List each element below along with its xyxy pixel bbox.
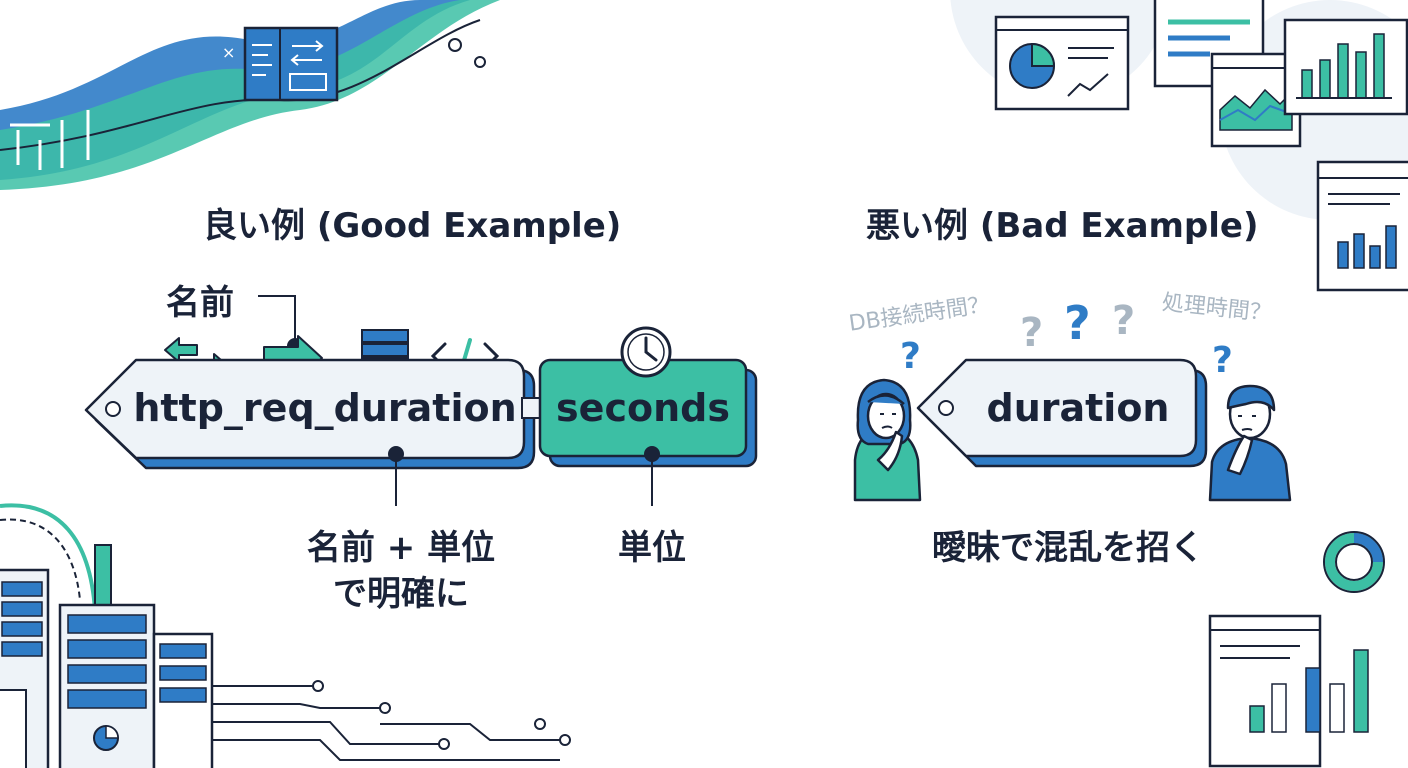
question-mark: ? bbox=[1064, 296, 1091, 350]
bar-chart-panel-icon bbox=[1316, 160, 1408, 292]
ambiguous-metric-tag bbox=[916, 358, 1208, 468]
caption-unit: 単位 bbox=[618, 528, 686, 568]
question-mark: ? bbox=[1112, 298, 1136, 344]
question-mark: ? bbox=[1212, 340, 1233, 381]
name-connector-line bbox=[258, 295, 296, 346]
metric-name-text: http_req_duration bbox=[133, 386, 517, 430]
caption-clear: で明確に bbox=[333, 574, 469, 614]
ambiguous-metric-text: duration bbox=[986, 386, 1170, 430]
label-name: 名前 bbox=[166, 283, 234, 323]
bad-caption: 曖昧で混乱を招く bbox=[932, 528, 1204, 568]
metric-name-tag bbox=[84, 358, 536, 470]
svg-text:×: × bbox=[222, 43, 235, 62]
clock-icon bbox=[620, 326, 672, 378]
code-window-icon bbox=[243, 26, 339, 102]
server-rack-decoration bbox=[0, 503, 571, 768]
bar-chart-report-icon bbox=[1208, 614, 1369, 768]
good-example-heading: 良い例 (Good Example) bbox=[203, 206, 622, 246]
question-mark: ? bbox=[900, 336, 921, 377]
donut-chart-icon bbox=[1323, 531, 1385, 593]
bad-example-heading: 悪い例 (Bad Example) bbox=[866, 206, 1259, 246]
bar-chart-window-icon bbox=[1283, 18, 1408, 116]
pie-dashboard-icon bbox=[994, 15, 1130, 111]
caption-name-unit: 名前 + 単位 bbox=[306, 528, 496, 568]
confused-woman-figure bbox=[853, 378, 922, 502]
question-mark: ? bbox=[1020, 310, 1044, 356]
unit-tag bbox=[538, 358, 758, 468]
confused-man-figure bbox=[1208, 384, 1292, 502]
unit-text: seconds bbox=[556, 386, 730, 430]
